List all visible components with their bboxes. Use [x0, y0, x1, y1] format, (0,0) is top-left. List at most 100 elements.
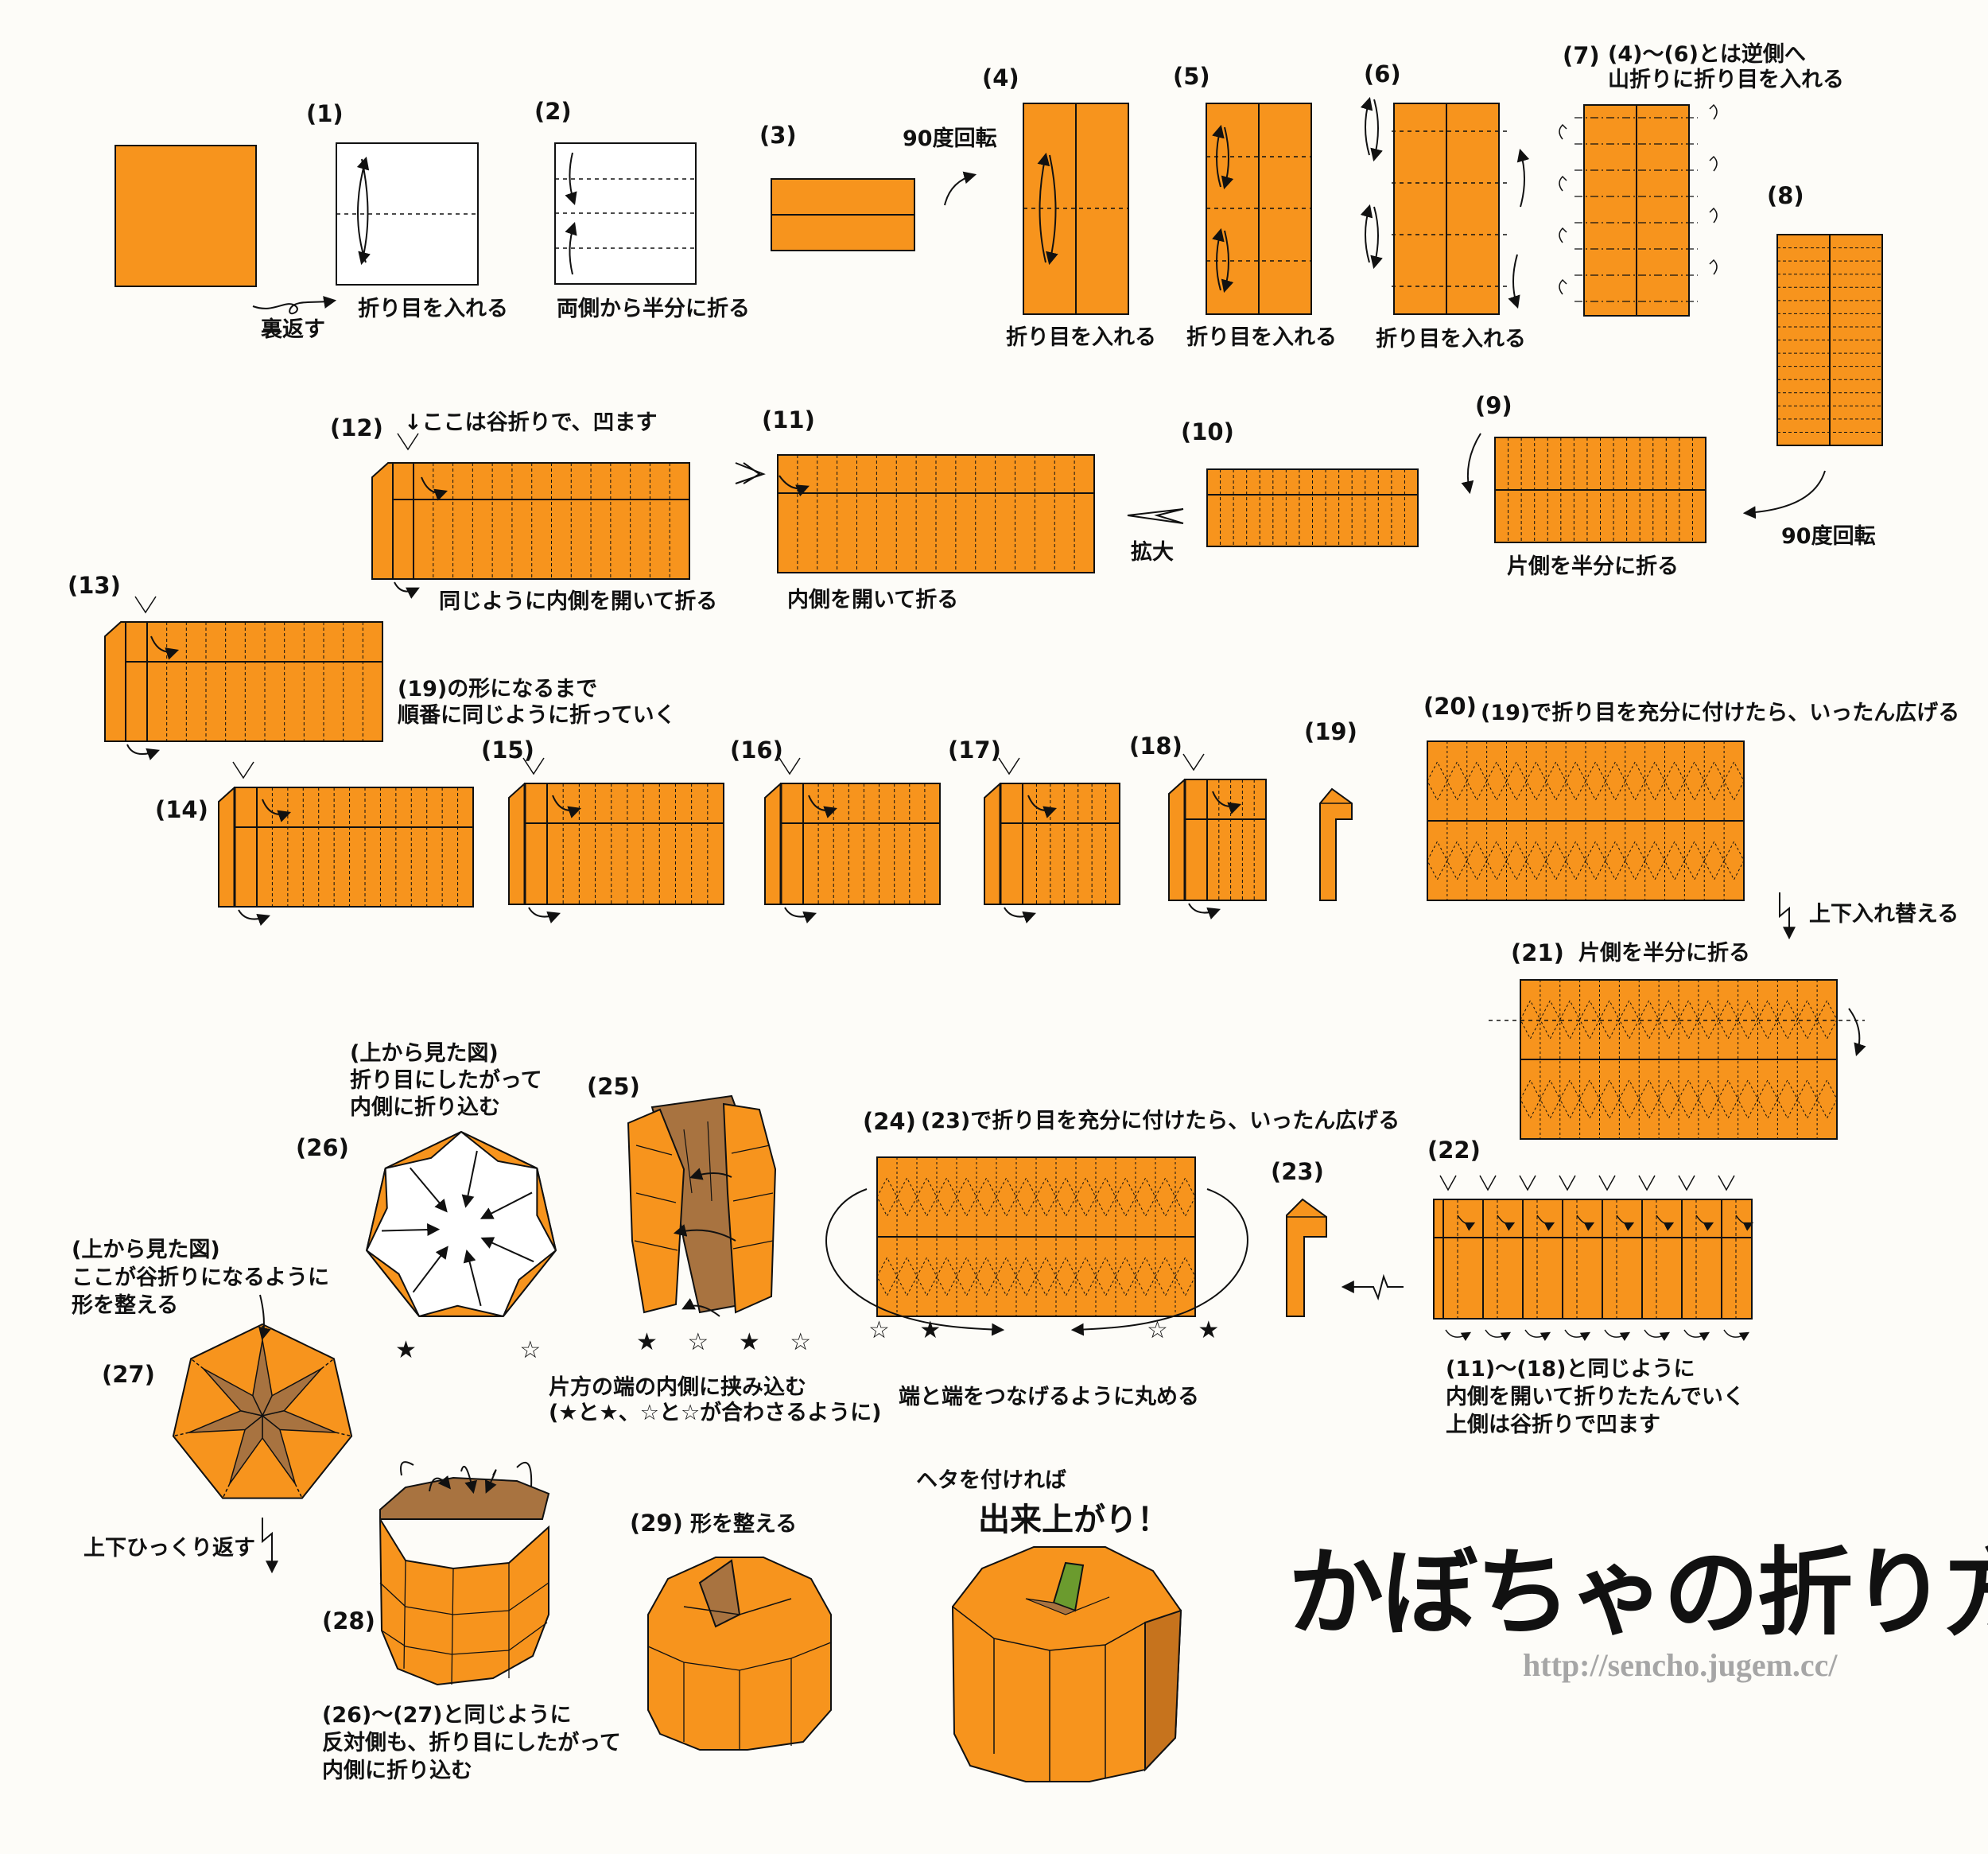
step23-number: (23)	[1271, 1158, 1324, 1185]
step2-number: (2)	[534, 98, 572, 125]
site-url: http://sencho.jugem.cc/	[1523, 1647, 1838, 1683]
turnover-label: 裏返す	[261, 317, 325, 342]
step1-figure	[336, 142, 479, 286]
step5-caption: 折り目を入れる	[1186, 325, 1337, 350]
step2-figure	[554, 142, 697, 285]
step3-caption: 90度回転	[903, 126, 997, 151]
step27-caption-2: ここが谷折りになるように	[72, 1265, 329, 1290]
step7-caption-2: 山折りに折り目を入れる	[1608, 68, 1844, 92]
step24-caption: (23)で折り目を充分に付けたら、いったん広げる	[921, 1109, 1400, 1133]
step26-caption-1: (上から見た図)	[350, 1041, 499, 1066]
step25-caption-1: 片方の端の内側に挟み込む	[549, 1375, 806, 1400]
step1-number: (1)	[306, 100, 344, 127]
step27-number: (27)	[102, 1361, 155, 1388]
step24-stars-left: ☆ ★	[868, 1316, 953, 1344]
step24-caption-bottom: 端と端をつなげるように丸める	[899, 1385, 1199, 1409]
turnover-arrow	[252, 296, 337, 315]
step8-caption: 90度回転	[1781, 524, 1876, 549]
step27-after: 上下ひっくり返す	[83, 1536, 255, 1561]
step6-figure	[1360, 96, 1530, 315]
step26-figure	[365, 1130, 557, 1317]
step7-figure	[1559, 103, 1718, 317]
step14-number: (14)	[155, 796, 208, 823]
step11-number: (11)	[762, 406, 815, 433]
step25-caption-2: (★と★、☆と☆が合わさるように)	[549, 1401, 882, 1425]
step4-caption: 折り目を入れる	[1006, 325, 1156, 350]
step28-caption-3: 内側に折り込む	[322, 1759, 472, 1783]
step25-figure	[627, 1094, 777, 1317]
step22-number: (22)	[1427, 1137, 1481, 1164]
step4-figure	[1023, 103, 1129, 315]
step27-caption-1: (上から見た図)	[72, 1238, 220, 1262]
step9-number: (9)	[1475, 392, 1512, 419]
step28-caption-2: 反対側も、折り目にしたがって	[322, 1731, 621, 1755]
step21-figure	[1489, 979, 1866, 1140]
step25-stars: ★ ☆ ★ ☆	[636, 1328, 823, 1356]
step9-figure	[1461, 433, 1706, 543]
step19-figure	[1319, 787, 1353, 901]
step13-figure	[104, 596, 383, 760]
step5-figure	[1206, 103, 1312, 315]
step15-number: (15)	[481, 737, 534, 764]
step13-caption-2: 順番に同じように折っていく	[398, 703, 676, 728]
step8-figure	[1742, 234, 1883, 519]
step6-number: (6)	[1364, 60, 1401, 87]
step5-number: (5)	[1173, 63, 1210, 90]
step3-figure	[771, 171, 977, 251]
step21-caption: 片側を半分に折る	[1578, 941, 1750, 966]
step12-note: ↓ここは谷折りで、凹ます	[404, 410, 658, 435]
enlarge-arrow	[1127, 508, 1184, 524]
step11-figure	[735, 454, 1095, 573]
final-caption-big: 出来上がり！	[978, 1502, 1169, 1538]
step20-caption: (19)で折り目を充分に付けたら、いったん広げる	[1481, 701, 1960, 725]
step3-number: (3)	[759, 122, 797, 149]
step0-square	[115, 145, 257, 287]
step8-number: (8)	[1767, 182, 1804, 209]
step22-figure	[1433, 1175, 1754, 1342]
page-title: かぼちゃの折り方	[1288, 1538, 1988, 1649]
step13-number: (13)	[68, 572, 121, 599]
step29-number: (29)	[630, 1510, 683, 1537]
step9-caption: 片側を半分に折る	[1507, 554, 1679, 579]
step1-caption: 折り目を入れる	[358, 297, 508, 321]
step6-caption: 折り目を入れる	[1376, 327, 1526, 352]
step28-figure	[379, 1461, 550, 1686]
step7-number: (7)	[1563, 42, 1600, 69]
step22-caption-1: (11)～(18)と同じように	[1446, 1357, 1695, 1382]
final-pumpkin-figure	[951, 1546, 1182, 1782]
step11-caption: 内側を開いて折る	[787, 588, 959, 612]
step19-number: (19)	[1304, 718, 1357, 745]
step10-caption: 拡大	[1131, 540, 1174, 565]
step16-number: (16)	[730, 737, 783, 764]
step2-caption: 両側から半分に折る	[557, 297, 750, 321]
step28-caption-1: (26)～(27)と同じように	[322, 1703, 572, 1728]
step12-caption: 同じように内側を開いて折る	[439, 589, 718, 614]
step25-number: (25)	[587, 1073, 640, 1100]
step12-figure	[371, 433, 690, 599]
step26-caption-2: 折り目にしたがって	[350, 1068, 542, 1093]
step20-after: 上下入れ替える	[1809, 902, 1959, 927]
step10-number: (10)	[1181, 418, 1234, 445]
step13-caption-1: (19)の形になるまで	[398, 677, 598, 702]
step28-number: (28)	[322, 1607, 375, 1634]
steps14-18-figures	[218, 753, 1267, 926]
step17-number: (17)	[948, 737, 1001, 764]
step24-figure	[825, 1156, 1248, 1336]
step23-figure	[1286, 1198, 1404, 1317]
step22-caption-2: 内側を開いて折りたたんでいく	[1446, 1385, 1745, 1409]
step27-caption-3: 形を整える	[72, 1293, 179, 1318]
step20-number: (20)	[1423, 693, 1477, 720]
step7-caption-1: (4)～(6)とは逆側へ	[1608, 42, 1806, 67]
final-caption-small: ヘタを付ければ	[916, 1468, 1066, 1493]
step4-number: (4)	[982, 64, 1019, 91]
step29-caption: 形を整える	[690, 1512, 798, 1537]
step22-caption-3: 上側は谷折りで凹ます	[1446, 1413, 1660, 1437]
step26-stars: ★ ☆	[395, 1336, 589, 1364]
step18-number: (18)	[1129, 733, 1182, 760]
step10-figure	[1127, 468, 1419, 547]
step12-number: (12)	[330, 414, 383, 441]
step29-figure	[647, 1557, 832, 1751]
step24-number: (24)	[863, 1108, 916, 1135]
step24-stars-right: ☆ ★	[1147, 1316, 1231, 1344]
